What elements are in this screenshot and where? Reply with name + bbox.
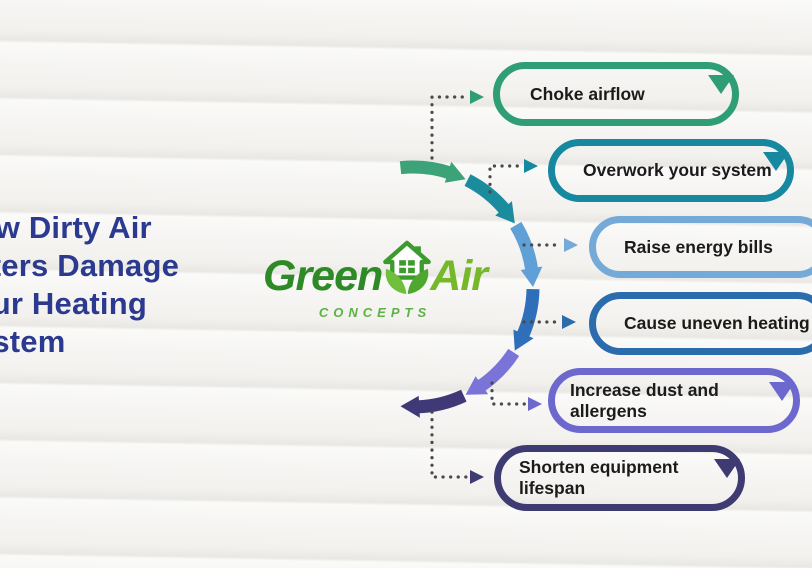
pill-arrowhead-down-icon — [708, 75, 734, 94]
logo-subtitle: CONCEPTS — [318, 305, 432, 320]
item-label: Shorten equipment lifespan — [519, 457, 679, 498]
arc-segment-4 — [516, 288, 540, 339]
connector-dotted-line-2 — [488, 164, 524, 194]
connector-arrowhead-3-icon — [564, 238, 578, 252]
logo-word-green: Green — [263, 252, 383, 300]
page-title-line: Your Heating — [0, 286, 148, 321]
pill-arrowhead-down-icon — [769, 381, 795, 401]
page-title-line: System — [0, 324, 66, 359]
arc-arrowhead-1-icon — [444, 161, 466, 183]
arc-arrowhead-4-icon — [513, 329, 534, 351]
pill-arrowhead-down-icon — [763, 151, 789, 171]
arc-arrowhead-2-icon — [495, 201, 515, 224]
item-pill-overwork-system: Overwork your system — [548, 139, 794, 202]
connector-arrowhead-4-icon — [562, 315, 576, 329]
connector-dotted-line-6 — [430, 410, 468, 479]
page-title-line: How Dirty Air — [0, 210, 152, 245]
connector-arrowhead-5-icon — [528, 397, 542, 411]
connector-dotted-line-5 — [490, 381, 528, 406]
item-label: Increase dust and allergens — [570, 379, 719, 421]
page-title-line: Filters Damage — [0, 248, 180, 283]
item-label: Choke airflow — [530, 83, 645, 104]
item-pill-dust-allergens: Increase dust and allergens — [548, 368, 800, 433]
arc-segment-6 — [416, 389, 467, 414]
arc-arrowhead-5-icon — [465, 376, 489, 395]
pill-arrowhead-down-icon — [714, 459, 740, 478]
arc-segment-2 — [464, 174, 510, 215]
arc-arrowhead-6-icon — [400, 395, 420, 418]
arc-segment-3 — [510, 221, 539, 272]
item-label: Raise energy bills — [624, 236, 773, 257]
item-label: Cause uneven heating — [624, 313, 810, 333]
house-leaf-icon — [381, 240, 433, 307]
arc-segment-5 — [476, 348, 520, 392]
item-label: Overwork your system — [583, 160, 772, 180]
logo: Green Air CONCEPTS — [263, 240, 488, 320]
arc-arrowhead-3-icon — [520, 266, 543, 287]
item-pill-equipment-lifespan: Shorten equipment lifespan — [494, 445, 745, 511]
connector-arrowhead-1-icon — [470, 90, 484, 104]
connector-arrowhead-2-icon — [524, 159, 538, 173]
logo-wordmark: Green Air — [263, 240, 488, 307]
arc-segment-1 — [399, 160, 453, 180]
logo-word-air: Air — [430, 252, 488, 300]
item-pill-uneven-heating: Cause uneven heating — [589, 292, 812, 355]
item-pill-raise-energy-bills: Raise energy bills — [589, 216, 812, 278]
item-pill-choke-airflow: Choke airflow — [493, 62, 739, 126]
connector-arrowhead-6-icon — [470, 470, 484, 484]
page-title: How Dirty Air Filters Damage Your Heatin… — [0, 209, 274, 361]
connector-dotted-line-1 — [430, 95, 468, 160]
